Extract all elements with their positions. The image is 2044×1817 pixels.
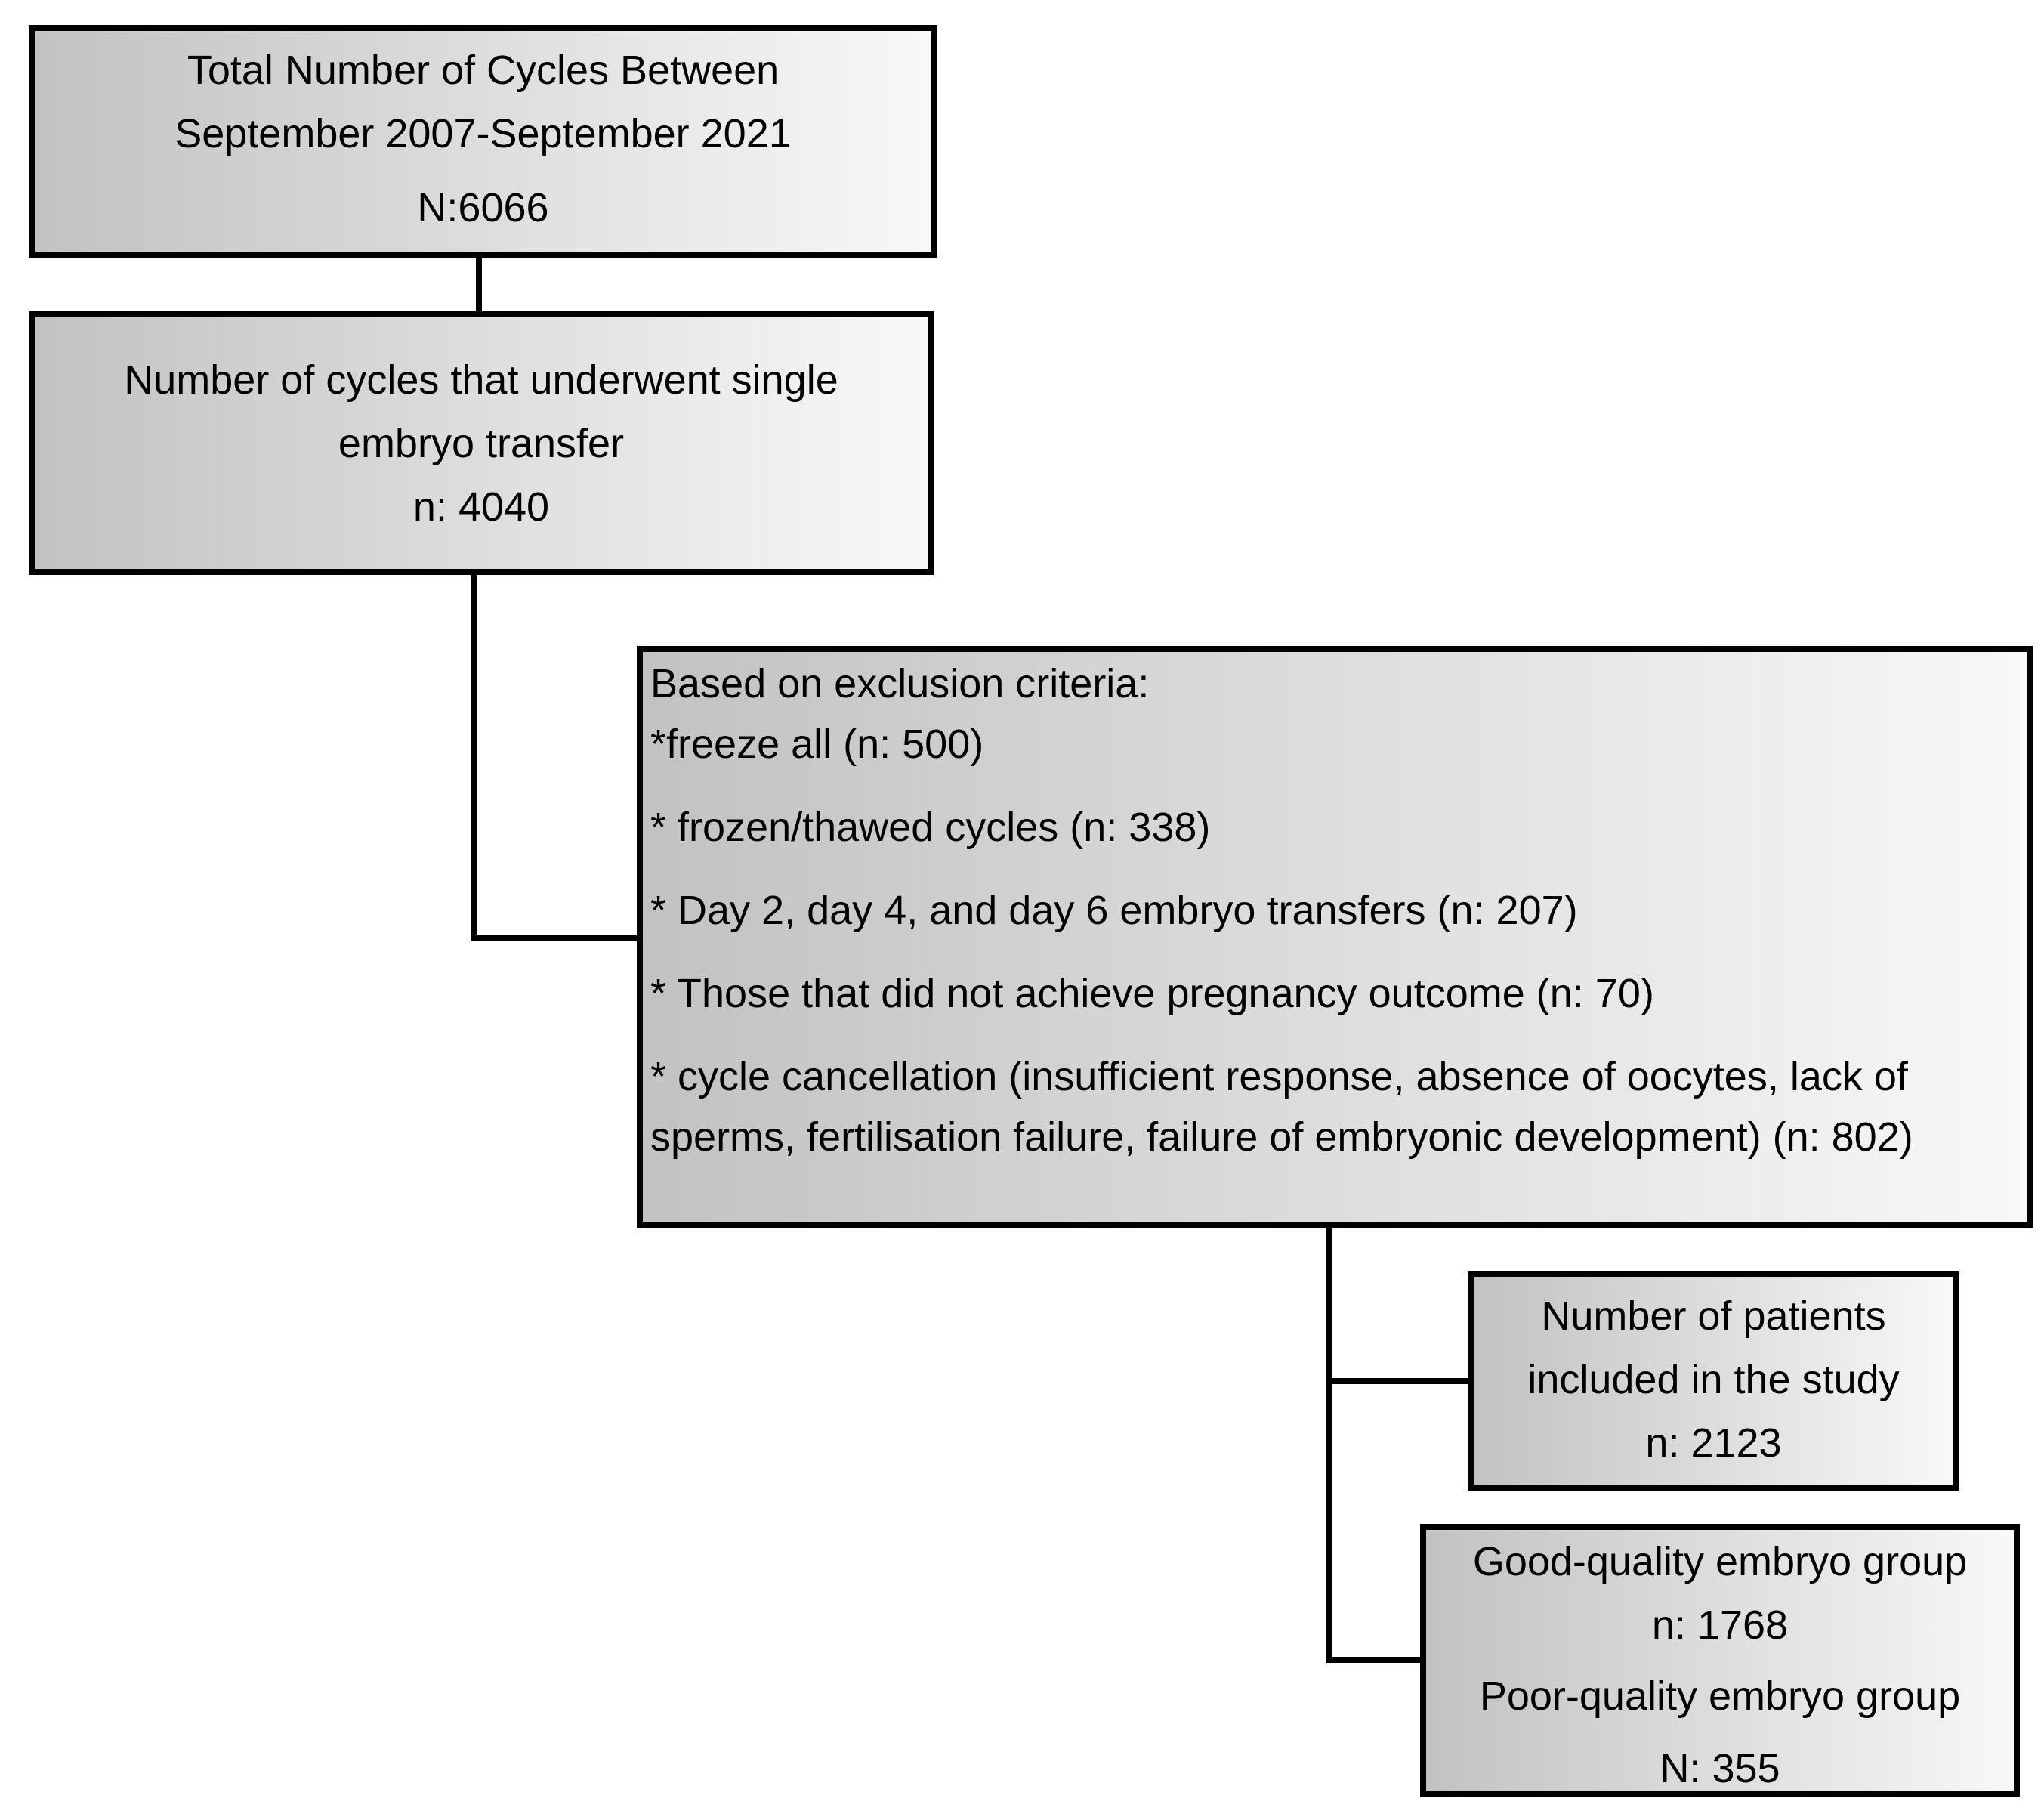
box-total-cycles-content: Total Number of Cycles Between September… (35, 31, 931, 239)
single-embryo-line1: Number of cycles that underwent single (124, 357, 838, 403)
exclusion-item-frozen-thawed: * frozen/thawed cycles (n: 338) (650, 805, 1211, 850)
connector-exclusion-down-vertical (1326, 1228, 1332, 1663)
box-exclusion-content: Based on exclusion criteria: *freeze all… (643, 652, 2027, 1167)
poor-quality-group-label: Poor-quality embryo group (1479, 1673, 1961, 1719)
included-patients-line1: Number of patients (1541, 1293, 1886, 1339)
single-embryo-count: n: 4040 (412, 484, 550, 530)
included-patients-count: n: 2123 (1645, 1420, 1782, 1466)
box-single-embryo-content: Number of cycles that underwent single e… (35, 317, 928, 539)
good-quality-group-label: Good-quality embryo group (1472, 1539, 1968, 1584)
connector-to-included-horizontal (1326, 1378, 1471, 1384)
exclusion-item-no-pregnancy-outcome: * Those that did not achieve pregnancy o… (650, 971, 1654, 1016)
box-embryo-groups: Good-quality embryo group n: 1768 Poor-q… (1420, 1524, 2020, 1797)
total-cycles-line2: September 2007-September 2021 (174, 111, 792, 156)
total-cycles-line1: Total Number of Cycles Between (187, 48, 780, 93)
exclusion-item-cycle-cancellation: * cycle cancellation (insufficient respo… (650, 1054, 1913, 1160)
box-exclusion-criteria: Based on exclusion criteria: *freeze all… (637, 646, 2033, 1228)
connector-to-groups-horizontal (1326, 1657, 1423, 1663)
single-embryo-line2: embryo transfer (338, 421, 625, 466)
poor-quality-group-count: N: 355 (1660, 1746, 1780, 1791)
box-total-cycles: Total Number of Cycles Between September… (29, 25, 937, 258)
total-cycles-count: N:6066 (417, 185, 549, 230)
exclusion-item-freeze-all: *freeze all (n: 500) (650, 722, 984, 767)
box-embryo-groups-content: Good-quality embryo group n: 1768 Poor-q… (1426, 1530, 2014, 1791)
box-included-content: Number of patients included in the study… (1474, 1277, 1953, 1475)
connector-single-to-exclusion-horizontal (471, 935, 640, 941)
box-included-patients: Number of patients included in the study… (1468, 1271, 1959, 1491)
connector-total-to-single (476, 257, 482, 314)
included-patients-line2: included in the study (1527, 1357, 1900, 1402)
exclusion-item-day-transfers: * Day 2, day 4, and day 6 embryo transfe… (650, 888, 1578, 933)
good-quality-group-count: n: 1768 (1651, 1602, 1789, 1648)
exclusion-header: Based on exclusion criteria: (650, 661, 1150, 706)
box-single-embryo-transfer: Number of cycles that underwent single e… (29, 311, 934, 575)
connector-single-to-exclusion-vertical (471, 574, 477, 941)
